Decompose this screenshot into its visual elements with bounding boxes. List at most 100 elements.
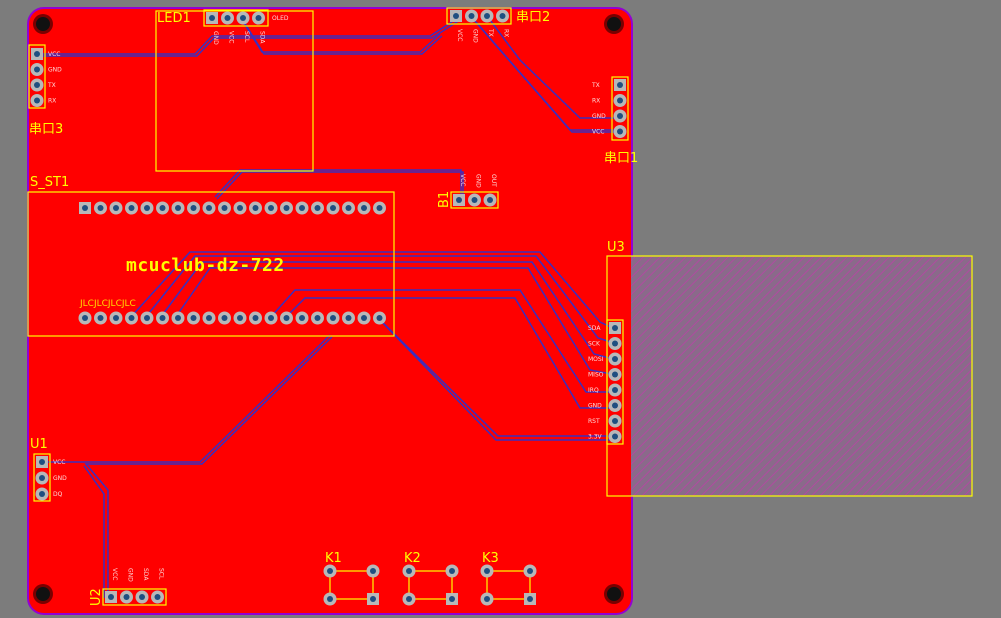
b1-pad [483,193,497,207]
board-title: mcuclub-dz-722 [126,255,285,276]
k2-pad [446,593,458,605]
k1-pad [323,592,337,606]
sst1-bottom-pad [311,311,324,325]
uart2-outline [446,7,512,25]
sst1-top-pad [357,201,371,215]
sst1-top-pad [233,201,247,215]
u3-pad [609,322,621,334]
sst1-bottom-pad [249,311,262,325]
b1-pin-label: VCC [459,174,466,186]
uart3-pad [30,78,44,92]
uart1-pin-label: RX [592,98,600,105]
uart2-pin-label: GND [472,29,479,43]
u2-pad [120,590,133,604]
sst1-top-pad [79,202,91,214]
mounting-holes [33,14,624,604]
sst1-top-pad [280,201,293,215]
u2-ref: U2 [89,588,104,606]
sst1-top-pad [171,201,185,215]
u1-pin-label: GND [53,475,67,482]
uart3-pad [30,94,44,107]
led1-pin-label: SCL [243,31,250,43]
uart1-pad [614,79,626,91]
uart2-pad [480,9,494,23]
led1-pad [236,11,250,25]
u2-outline [102,588,167,606]
sst1-top-pad [295,201,309,215]
sst1-top-pad [125,201,138,215]
uart3-pin-label: TX [47,82,56,89]
led1-pad [206,12,218,24]
uart3-pin-label: VCC [48,51,60,58]
u3-header-outline [606,319,624,445]
sst1-top-pad [202,201,216,215]
u3-pad [608,383,622,397]
sst1-top-pad [218,201,231,215]
u1-outline [33,453,51,502]
uart2-pad [465,9,478,23]
uart1-pin-label: TX [591,82,600,89]
u3-pin-label: IRQ [588,387,599,394]
led1-pin-label: SDA [259,31,266,44]
k3-pad [480,564,494,578]
k1-pad [367,593,379,605]
k1-pad [323,564,337,578]
k3-pad [480,592,494,606]
uart1-ref: 串口1 [604,151,638,166]
u2-pin-label: SDA [142,568,149,581]
u3-pad [608,430,622,443]
u3-pad [608,368,622,381]
uart1-pad [613,125,627,138]
led1-ref: LED1 [157,11,191,26]
b1-pad [453,194,465,206]
led1-header-outline [203,9,269,27]
sst1-bottom-pad [187,311,200,325]
u3-module-area [631,256,972,496]
u3-pin-label: GND [588,403,602,410]
u3-pin-label: 3.3V [588,434,603,441]
u2-pin-label: VCC [111,568,118,580]
b1-pin-label: OUT [490,174,497,187]
sst1-top-pad [109,201,123,215]
sst1-top-pad [373,201,386,215]
uart2-ref: 串口2 [516,10,550,25]
u1-pin-label: DQ [53,491,63,498]
u3-pin-label: SDA [588,325,601,332]
sst1-bottom-pad [264,311,278,325]
led1-pin-label: VCC [228,31,235,43]
sst1-bottom-pad [342,311,355,325]
led1-pad [221,11,234,25]
u2-pad [151,590,164,604]
uart3-pin-label: RX [48,98,56,105]
uart2-pad [450,10,462,22]
k3-ref: K3 [482,551,499,566]
led1-pad [252,11,265,25]
sst1-top-pad [264,201,278,215]
sst1-bottom-pad [326,311,340,325]
sst1-bottom-pad [125,311,138,325]
u3-pad [608,337,622,350]
u3-pin-label: MOSI [588,356,604,363]
pads [30,9,627,606]
k2-ref: K2 [404,551,421,566]
sst1-bottom-pad [171,311,185,325]
u2-pad [105,591,117,603]
u3-pin-label: MISO [588,372,604,379]
k2-pad [402,592,416,606]
u3-pin-label: RST [588,418,600,425]
uart2-pin-label: RX [503,29,510,37]
u2-pad [135,590,149,604]
k3-pad [524,593,536,605]
uart2-pin-label: VCC [456,29,463,41]
sst1-top-pad [249,201,262,215]
b1-outline [450,191,499,209]
sst1-outline [27,191,395,337]
u1-pad [35,487,49,501]
led1-extra: OLED [272,15,289,22]
u1-pad [36,456,48,468]
sst1-marking: JLCJLCJLCJLC [79,299,136,309]
uart3-ref: 串口3 [29,122,63,137]
traces [37,17,622,598]
